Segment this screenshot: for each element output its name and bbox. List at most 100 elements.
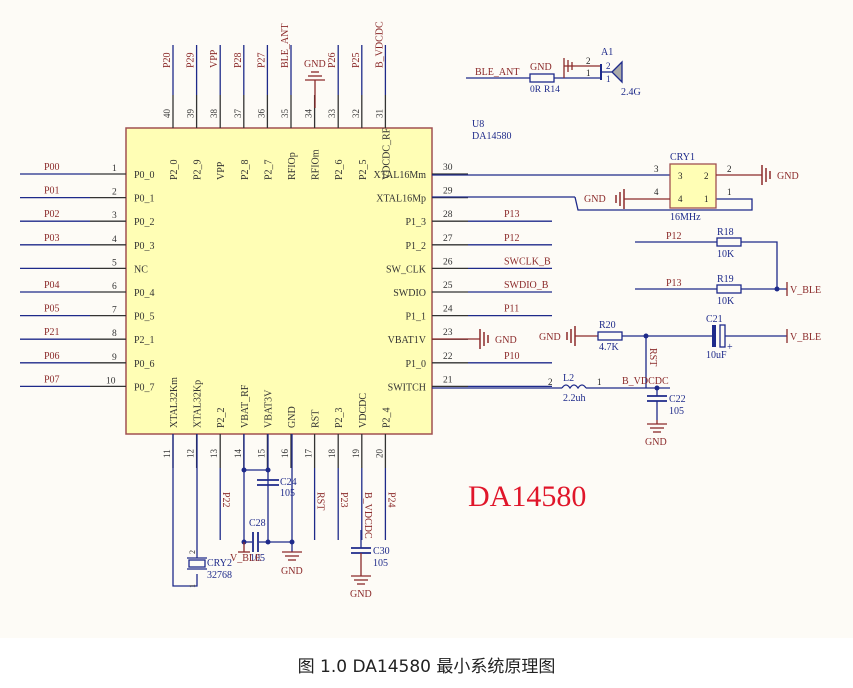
crystal-16mhz: CRY1 16MHz 3 2 4 1 3 2 4 1 GND GND: [432, 152, 799, 223]
pin-number: 9: [112, 353, 117, 363]
net-label: P22: [220, 492, 231, 508]
pin-number: 6: [112, 282, 117, 292]
pin-name: RST: [311, 410, 322, 428]
net-label: B_VDCDC: [362, 492, 373, 539]
pin-5: 5NC: [20, 258, 148, 275]
pin-number: 19: [351, 449, 361, 459]
cry2-value: 32768: [207, 570, 232, 581]
pin-name: VPP: [216, 161, 227, 180]
net-label: P26: [327, 52, 338, 68]
pin-name: P2_9: [193, 159, 204, 180]
chip-part: DA14580: [472, 131, 511, 142]
antenna-value: 2.4G: [621, 87, 641, 98]
pin-number: 3: [112, 211, 117, 221]
c22-ref: C22: [669, 394, 686, 405]
rst-net-label: RST: [647, 348, 658, 366]
chip-body: [125, 127, 433, 435]
crystal-32k: [188, 559, 206, 568]
net-label: P12: [504, 233, 520, 244]
net-label: P06: [44, 351, 60, 362]
net-label: SWDIO_B: [504, 280, 549, 291]
pin-9: 9P0_6 P06: [20, 351, 155, 370]
pin-name: XTAL32Kp: [193, 380, 204, 428]
net-label: P11: [504, 304, 519, 315]
net-label: P00: [44, 162, 60, 173]
pin-number: 15: [256, 449, 266, 459]
pin-number: 25: [443, 281, 453, 291]
l2-pin2: 2: [548, 377, 553, 387]
pin-name: VDCDC: [358, 393, 369, 428]
pin-name: VBAT3V: [263, 389, 274, 428]
net-label: P03: [44, 233, 60, 244]
pin-name: P0_4: [134, 288, 155, 299]
pin-name: P2_3: [334, 407, 345, 428]
pin-number: 30: [443, 163, 453, 173]
antenna-ref: A1: [601, 47, 613, 58]
pin-name: P0_7: [134, 382, 155, 393]
svg-text:+: +: [727, 342, 733, 353]
pin-16: 16 GND: [280, 406, 298, 468]
pin-number: 5: [112, 258, 117, 268]
r20-ref: R20: [599, 320, 616, 331]
c24-ref: C24: [280, 477, 297, 488]
pin-name: P1_3: [405, 217, 426, 228]
c22-gnd-label: GND: [645, 437, 667, 448]
r19-net: P13: [666, 278, 682, 289]
cry1-pin2: 2: [704, 171, 709, 181]
pin-number: 10: [106, 376, 116, 386]
pin-number: 35: [280, 109, 290, 119]
pullup-resistors: P12 R18 10K P13 R19 10K V_BLE: [635, 227, 821, 307]
pin-name: P0_6: [134, 359, 155, 370]
cry2-pin1: 1: [188, 584, 197, 588]
cry1-pin3: 3: [678, 171, 683, 181]
pin-number: 27: [443, 234, 453, 244]
pin-number: 11: [162, 449, 172, 458]
net-label: P29: [186, 52, 197, 68]
cry2-ref: CRY2: [207, 558, 232, 569]
reset-circuit: GND R20 4.7K RST + C21 10uF V_BLE: [539, 314, 821, 388]
bottom-components: CRY2 32768 2 1 C24 105 C28 105 V_BLE GND: [172, 434, 390, 600]
pin-name: P0_5: [134, 312, 155, 323]
c21-value: 10uF: [706, 350, 727, 361]
net-label: B_VDCDC: [374, 21, 385, 68]
pin-number: 2: [112, 188, 117, 198]
left-pins: 1P0_0P002P0_1P013P0_2P024P0_3P035NC6P0_4…: [20, 162, 155, 393]
pin-number: 18: [327, 449, 337, 459]
dcdc-circuit: 2 L2 2.2uh 1 B_VDCDC C22 105 GND: [432, 373, 686, 448]
pin-name: XTAL16Mm: [373, 170, 426, 181]
pin-number: 13: [209, 449, 219, 459]
pin-number: 12: [186, 449, 196, 458]
net-label: P24: [385, 492, 396, 508]
pin-name: XTAL32Km: [169, 377, 180, 428]
antenna-gnd-label: GND: [530, 62, 552, 73]
c24-value: 105: [280, 488, 295, 499]
ble-ant-net-label: BLE_ANT: [475, 67, 519, 78]
cry1-gnd-left: GND: [584, 194, 606, 205]
pin-number: 37: [233, 109, 243, 119]
figure-caption: 图 1.0 DA14580 最小系统原理图: [297, 657, 556, 677]
pin-number: 29: [443, 187, 453, 197]
pin-number: 26: [443, 257, 453, 267]
net-label: P23: [338, 492, 349, 508]
pin-name: GND: [287, 406, 298, 428]
pin-number: 38: [209, 109, 219, 119]
pin-number: 21: [443, 375, 453, 385]
pin-number: 32: [351, 109, 361, 118]
pin-number: 16: [280, 449, 290, 459]
net-label: P05: [44, 304, 60, 315]
l2-pin1: 1: [597, 377, 602, 387]
pin-name: NC: [134, 264, 148, 275]
